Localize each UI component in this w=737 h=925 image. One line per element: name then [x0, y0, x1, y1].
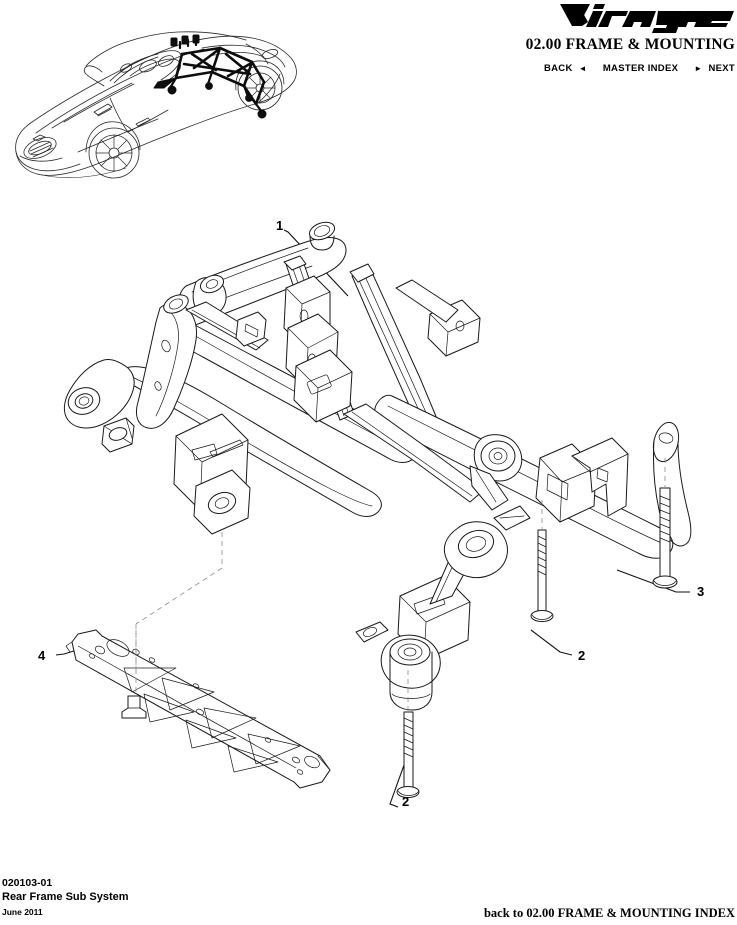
- assembly-name: Rear Frame Sub System: [2, 891, 129, 904]
- callout-number-2-lower: 2: [402, 794, 410, 809]
- page-title: 02.00 FRAME & MOUNTING: [525, 36, 735, 53]
- callout-number-1: 1: [276, 218, 284, 233]
- publication-date: June 2011: [2, 907, 43, 918]
- brand-logo-virage: [556, 0, 736, 34]
- nav-next-link[interactable]: NEXT: [708, 63, 735, 74]
- rear-frame-sub-system-exploded-view: .ln { fill:#ffffff; stroke:#1a1a1a; stro…: [0, 200, 737, 860]
- callout-number-4: 4: [38, 648, 46, 663]
- navigation-bar: BACK ◄ MASTER INDEX ► NEXT: [544, 63, 735, 74]
- nav-back-link[interactable]: BACK: [543, 63, 573, 74]
- back-arrow-icon[interactable]: ◄: [578, 63, 587, 73]
- car-line-art-thumbnail: [6, 2, 306, 200]
- callout-number-2-upper: 2: [578, 648, 586, 663]
- nav-master-index-link[interactable]: MASTER INDEX: [602, 63, 679, 74]
- next-arrow-icon[interactable]: ►: [694, 63, 703, 73]
- back-to-index-link[interactable]: back to 02.00 FRAME & MOUNTING INDEX: [483, 906, 735, 920]
- callout-number-3: 3: [697, 584, 705, 599]
- footer-left-block: 020103-01 Rear Frame Sub System June 201…: [2, 876, 129, 918]
- part-number: 020103-01: [2, 877, 53, 889]
